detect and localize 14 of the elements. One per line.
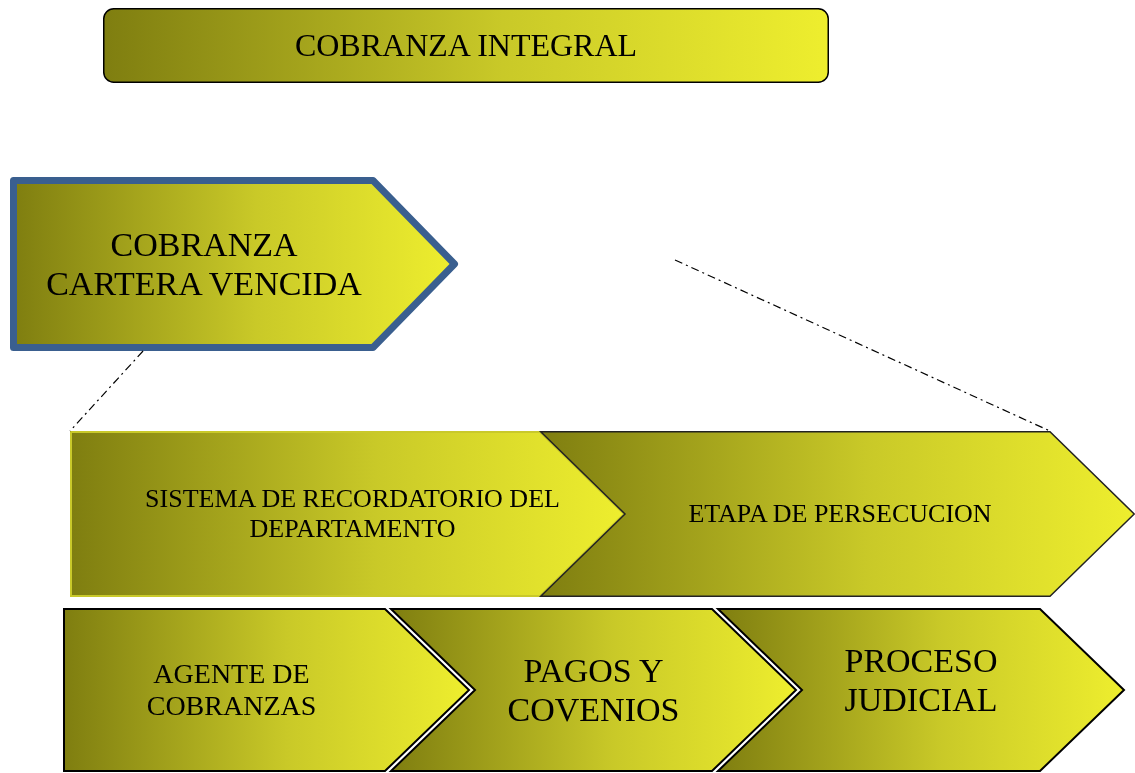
dash-dot-line xyxy=(674,259,1051,432)
node-label: ETAPA DE PERSECUCION xyxy=(687,498,993,531)
node-label: AGENTE DE COBRANZAS xyxy=(145,656,318,723)
process-step xyxy=(390,608,797,772)
title-banner xyxy=(103,8,829,83)
node-label: COBRANZA INTEGRAL xyxy=(293,26,639,66)
process-step xyxy=(70,431,625,597)
process-step xyxy=(63,608,470,772)
node-label: COBRANZA CARTERA VENCIDA xyxy=(45,224,363,304)
process-step xyxy=(10,177,458,351)
node-label: PROCESO JUDICIAL xyxy=(843,640,999,720)
node-label: SISTEMA DE RECORDATORIO DEL DEPARTAMENTO xyxy=(144,483,561,545)
process-step xyxy=(717,608,1125,772)
node-label: PAGOS Y COVENIOS xyxy=(506,650,681,730)
